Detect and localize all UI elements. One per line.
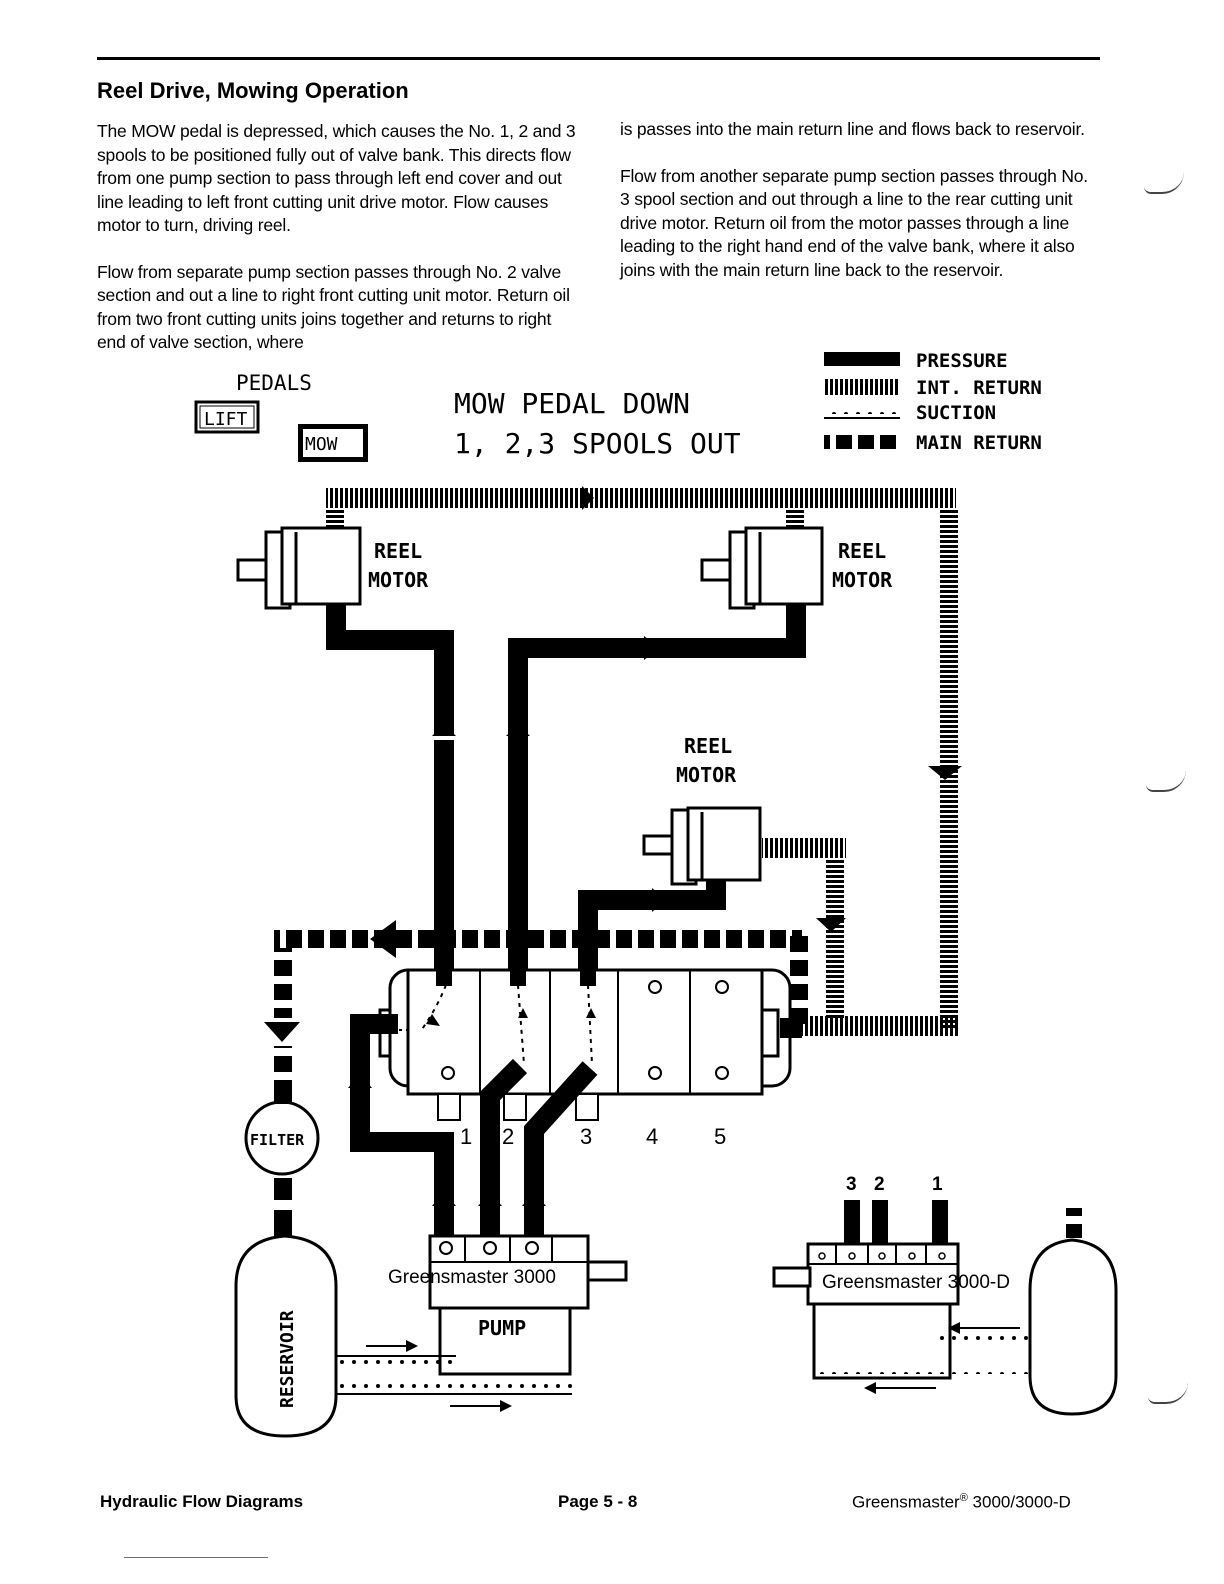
paragraph: The MOW pedal is depressed, which causes…	[97, 121, 576, 235]
pump-model-label: Greensmaster 3000	[388, 1267, 556, 1288]
reservoir-3000d	[1028, 1238, 1118, 1416]
motor-rear-label-2: MOTOR	[676, 763, 737, 787]
margin-mark	[1148, 1382, 1188, 1404]
filter-label: FILTER	[250, 1131, 305, 1149]
pedals-label: PEDALS	[236, 371, 312, 395]
pump-d-number-3: 3	[846, 1174, 857, 1195]
footer-section-title: Hydraulic Flow Diagrams	[100, 1492, 304, 1511]
section-title: Reel Drive, Mowing Operation	[97, 78, 409, 103]
motor-right-label-2: MOTOR	[832, 568, 893, 592]
lift-pedal[interactable]: LIFT	[194, 400, 260, 434]
spool-number-2: 2	[502, 1124, 514, 1149]
bottom-rule	[124, 1557, 268, 1558]
spool-number-1: 1	[460, 1124, 472, 1149]
int-return-line-top	[326, 488, 956, 508]
spool-number-4: 4	[646, 1124, 658, 1149]
pump-3000d: Greensmaster 3000-D	[772, 1242, 1010, 1380]
footer-product: Greensmaster® 3000/3000-D	[852, 1492, 1071, 1512]
pressure-line-right-motor	[508, 604, 806, 970]
legend-swatch-suction	[824, 404, 900, 414]
pump-d-number-1: 1	[932, 1174, 943, 1195]
diagram-heading-1: MOW PEDAL DOWN	[454, 387, 690, 420]
pressure-line-left-motor	[326, 604, 454, 970]
text-column-right: is passes into the main return line and …	[620, 118, 1102, 305]
legend: PRESSURE INT. RETURN SUCTION MAIN RETURN	[824, 350, 1042, 454]
reservoir: RESERVOIR	[234, 1234, 338, 1438]
legend-label-int-return: INT. RETURN	[916, 377, 1042, 399]
mow-pedal[interactable]: MOW	[298, 424, 368, 462]
reel-motor-left: REEL MOTOR	[236, 526, 429, 610]
reel-motor-right: REEL MOTOR	[700, 526, 893, 610]
reel-motor-rear	[642, 806, 762, 886]
spool-number-3: 3	[580, 1124, 592, 1149]
footer-page-number: Page 5 - 8	[558, 1492, 638, 1511]
paragraph: is passes into the main return line and …	[620, 119, 1085, 139]
spool-number-5: 5	[714, 1124, 726, 1149]
legend-swatch-main-return	[824, 435, 900, 449]
margin-mark	[1146, 770, 1186, 792]
mow-label: MOW	[305, 434, 338, 455]
pump: Greensmaster 3000 PUMP	[388, 1234, 628, 1376]
paragraph: Flow from separate pump section passes t…	[97, 261, 570, 353]
lift-label: LIFT	[204, 409, 248, 430]
paragraph: Flow from another separate pump section …	[620, 165, 1088, 280]
motor-rear-label-1: REEL	[684, 734, 732, 758]
motor-left-label-2: MOTOR	[368, 568, 429, 592]
diagram-heading-2: 1, 2,3 SPOOLS OUT	[454, 427, 741, 460]
motor-left-label-1: REEL	[374, 539, 422, 563]
pump-3000d-model-label: Greensmaster 3000-D	[822, 1272, 1010, 1293]
motor-right-label-1: REEL	[838, 539, 886, 563]
valve-bank	[378, 968, 792, 1121]
margin-mark	[1144, 172, 1184, 194]
pump-label: PUMP	[478, 1316, 526, 1340]
main-return-line	[274, 930, 802, 948]
legend-label-suction: SUCTION	[916, 402, 996, 424]
legend-swatch-pressure	[824, 352, 900, 366]
legend-label-main-return: MAIN RETURN	[916, 432, 1042, 454]
legend-label-pressure: PRESSURE	[916, 350, 1008, 372]
legend-swatch-int-return	[824, 379, 900, 395]
reservoir-label: RESERVOIR	[277, 1310, 298, 1408]
header-rule	[97, 57, 1100, 60]
filter: FILTER	[244, 1090, 320, 1176]
text-column-left: The MOW pedal is depressed, which causes…	[97, 120, 581, 378]
pump-d-number-2: 2	[874, 1174, 885, 1195]
